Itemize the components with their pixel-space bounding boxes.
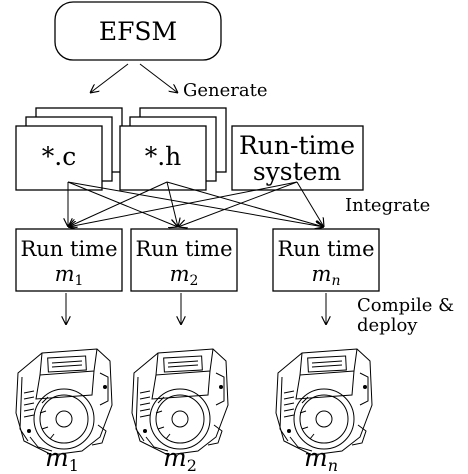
runtime-m2-node [130, 228, 238, 292]
runtime-m2-title: Run time [135, 237, 232, 261]
integrate-label: Integrate [345, 195, 430, 216]
robot-module-icon [15, 348, 113, 456]
runtime-m2-var: m2 [170, 262, 199, 289]
runtime-mn-var: mn [312, 262, 341, 289]
c-files-label: *.c [42, 142, 76, 171]
efsm-node [54, 1, 222, 61]
compile-label-1: Compile & [357, 295, 454, 316]
runtime-m1-var: m1 [55, 262, 84, 289]
module-label-mn: mn [304, 443, 338, 474]
integrate-arrows [68, 181, 324, 227]
runtime-m1-node [15, 228, 123, 292]
runtime-system-label-2: system [253, 157, 342, 186]
module-label-m2: m2 [163, 443, 197, 474]
h-files-stack [119, 107, 227, 191]
module-label-m1: m1 [45, 443, 79, 474]
generate-arrow-h [139, 63, 178, 93]
runtime-m1-title: Run time [20, 237, 117, 261]
efsm-label: EFSM [99, 17, 177, 46]
compile-label-2: deploy [357, 315, 418, 336]
runtime-mn-node [272, 228, 380, 292]
generate-arrow-c [90, 63, 129, 93]
robot-module-icon [275, 348, 373, 456]
runtime-system-node [231, 125, 364, 191]
h-files-label: *.h [145, 142, 182, 171]
c-files-stack [15, 107, 123, 191]
runtime-system-label-1: Run-time [239, 131, 355, 160]
generate-label: Generate [183, 80, 268, 101]
robot-module-icon [131, 348, 229, 456]
runtime-mn-title: Run time [277, 237, 374, 261]
